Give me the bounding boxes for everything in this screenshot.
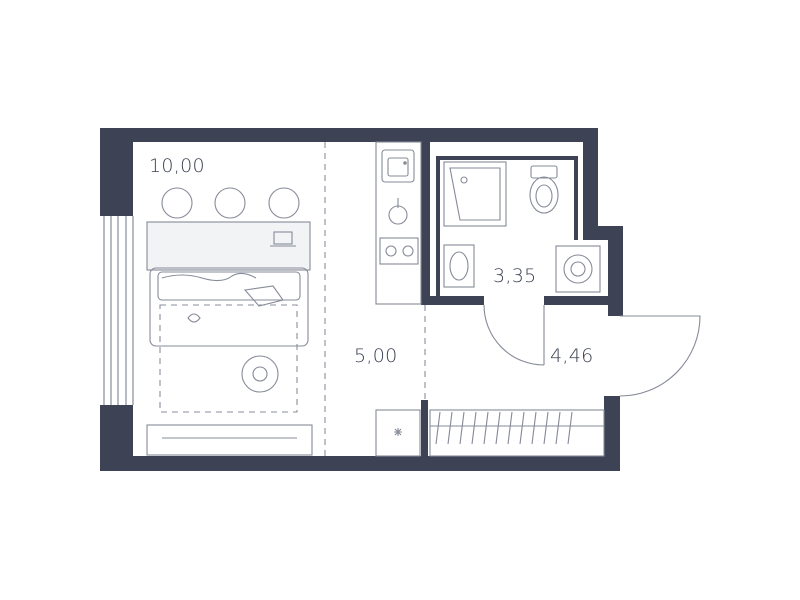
area-kitchen: 5,00: [354, 345, 398, 367]
area-hallway: 4,46: [550, 345, 594, 367]
kitchen-counter: [375, 141, 422, 305]
area-bathroom: 3,35: [493, 265, 537, 287]
wardrobe-icon: [429, 409, 605, 457]
washing-machine-icon: [555, 245, 601, 293]
entrance-door: [608, 315, 701, 397]
bathroom-door: [483, 296, 545, 366]
sofa-icon: [149, 267, 309, 347]
window: [100, 216, 134, 405]
washbasin: [443, 244, 475, 288]
walls: [100, 128, 623, 471]
fridge: [375, 409, 421, 457]
shower-icon: [443, 161, 507, 227]
toilet-icon: [529, 165, 559, 214]
stove-icon: [379, 198, 419, 265]
dining-set: [146, 187, 311, 271]
rug: [159, 304, 298, 413]
laptop-icon: [270, 231, 296, 247]
area-living: 10,00: [149, 155, 205, 177]
coffee-table: [241, 355, 279, 393]
tv-stand: [146, 424, 313, 456]
sink-icon: [381, 149, 415, 183]
